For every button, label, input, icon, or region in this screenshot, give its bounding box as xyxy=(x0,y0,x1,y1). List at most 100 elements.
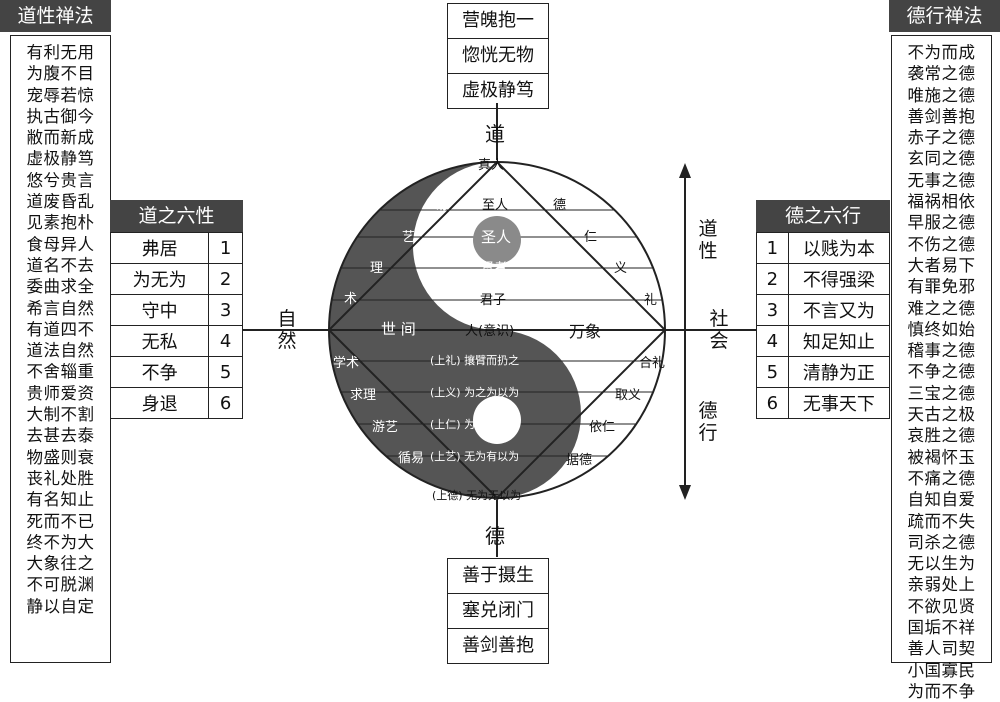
label-youyi: 游艺 xyxy=(372,420,399,435)
right-panel-item: 赤子之德 xyxy=(907,128,976,148)
label-quyi: 取义 xyxy=(615,388,642,403)
left-panel-item: 悠兮贵言 xyxy=(26,170,95,190)
right-panel-item: 善剑善抱 xyxy=(907,106,976,126)
right-panel-title: 德行禅法 xyxy=(889,0,1000,32)
label-yi: 易 xyxy=(435,198,449,213)
left-panel-item: 虚极静笃 xyxy=(26,149,95,169)
dao-six-title: 道之六性 xyxy=(110,200,243,232)
right-panel-item: 袭常之德 xyxy=(907,64,976,84)
right-panel-item: 无事之德 xyxy=(907,170,976,190)
de-six-cell: 知足知止 xyxy=(787,325,891,357)
right-panel-list-box: 不为而成袭常之德唯施之德善剑善抱赤子之德玄同之德无事之德福祸相依早服之德不伤之德… xyxy=(891,35,992,701)
sage-dot xyxy=(473,216,521,264)
left-panel-item: 有利无用 xyxy=(26,43,95,62)
yin-yang-diagram xyxy=(243,103,756,557)
vertical-arrow xyxy=(679,163,691,500)
right-panel-item: 稽事之德 xyxy=(907,341,976,361)
left-panel-item: 宠辱若惊 xyxy=(26,85,95,105)
label-shijian: 世 间 xyxy=(381,320,416,338)
label-shengren: 圣人 xyxy=(481,228,512,246)
arrow-up-label: 道性 xyxy=(698,218,718,262)
right-panel-item: 善人司契 xyxy=(907,639,976,659)
left-panel-item: 有名知止 xyxy=(26,490,95,510)
label-de-upper: 德 xyxy=(553,198,567,213)
left-panel-item: 道法自然 xyxy=(26,341,95,361)
bottom-box-item: 善于摄生 xyxy=(448,559,548,594)
right-panel-item: 不争之德 xyxy=(907,362,976,382)
right-panel-item: 玄同之德 xyxy=(907,149,976,169)
left-panel-item: 大象往之 xyxy=(26,554,95,574)
label-shangren: (上仁) 为之无以为 xyxy=(430,418,520,431)
left-panel-item: 静以自定 xyxy=(26,596,95,616)
right-panel-item: 自知自爱 xyxy=(907,490,976,510)
dao-six-cell: 6 xyxy=(208,387,243,419)
bottom-box-item: 塞兑闭门 xyxy=(448,594,548,629)
label-yi2: 艺 xyxy=(402,230,416,245)
top-box-item: 虚极静笃 xyxy=(462,80,534,101)
left-panel-item: 敝而新成 xyxy=(26,128,95,148)
axis-right-label: 社会 xyxy=(709,308,729,352)
label-heli: 合礼 xyxy=(639,356,666,371)
right-panel-item: 不为而成 xyxy=(907,43,976,62)
left-panel-item: 希言自然 xyxy=(26,298,95,318)
label-jude: 据德 xyxy=(566,453,593,468)
right-panel-item: 国垢不祥 xyxy=(907,618,976,638)
right-panel-item: 福祸相依 xyxy=(907,192,976,212)
left-panel-item: 为腹不目 xyxy=(26,64,95,84)
right-panel-item: 不欲见贤 xyxy=(907,596,976,616)
right-panel-item: 被褐怀玉 xyxy=(907,447,976,467)
label-xianzhe: 贤者 xyxy=(481,261,508,276)
label-li2: 礼 xyxy=(644,293,658,308)
right-panel-item: 早服之德 xyxy=(907,213,976,233)
left-panel-item: 道名不去 xyxy=(26,255,95,275)
right-panel-item: 大者易下 xyxy=(907,255,976,275)
left-panel-title: 道性禅法 xyxy=(0,0,111,32)
right-panel-item: 哀胜之德 xyxy=(907,426,976,446)
de-six-cell: 不得强梁 xyxy=(787,263,891,295)
right-panel-item: 不痛之德 xyxy=(907,468,976,488)
left-panel-item: 丧礼处胜 xyxy=(26,468,95,488)
label-yiren: 依仁 xyxy=(589,420,616,435)
left-panel-item: 大制不割 xyxy=(26,405,95,425)
bottom-box: 善于摄生 塞兑闭门 善剑善抱 xyxy=(447,558,549,664)
right-panel-item: 慎终如始 xyxy=(907,319,976,339)
label-shangde: (上德) 无为无以为 xyxy=(432,489,522,502)
right-panel-item: 为而不争 xyxy=(907,681,976,701)
top-box: 营魄抱一 惚恍无物 虚极静笃 xyxy=(447,3,549,109)
left-panel-item: 物盛则衰 xyxy=(26,447,95,467)
left-panel-item: 见素抱朴 xyxy=(26,213,95,233)
label-yi3: 义 xyxy=(614,261,628,276)
arrow-down-label: 德行 xyxy=(698,400,718,444)
left-panel-item: 不舍辎重 xyxy=(26,362,95,382)
right-panel-item: 难之之德 xyxy=(907,298,976,318)
left-panel-item: 委曲求全 xyxy=(26,277,95,297)
dao-six-cell: 弗居 xyxy=(109,232,210,264)
left-panel-item: 道废昏乱 xyxy=(26,192,95,212)
bottom-box-item: 善剑善抱 xyxy=(462,635,534,656)
right-panel-item: 无以生为 xyxy=(907,554,976,574)
de-six-cell: 6 xyxy=(756,387,789,419)
right-panel-list: 不为而成袭常之德唯施之德善剑善抱赤子之德玄同之德无事之德福祸相依早服之德不伤之德… xyxy=(892,36,991,702)
de-six-cell: 以贱为本 xyxy=(787,232,891,264)
left-panel-item: 终不为大 xyxy=(26,532,95,552)
left-panel-list-box: 有利无用为腹不目宠辱若惊执古御今敝而新成虚极静笃悠兮贵言道废昏乱见素抱朴食母异人… xyxy=(10,35,111,663)
label-junzi: 君子 xyxy=(480,293,507,308)
de-six-cell: 3 xyxy=(756,294,789,326)
label-shu: 术 xyxy=(344,292,358,307)
dao-six-cell: 4 xyxy=(208,325,243,357)
left-panel-item: 贵师爱资 xyxy=(26,383,95,403)
right-panel-item: 唯施之德 xyxy=(907,85,976,105)
right-panel-item: 天古之极 xyxy=(907,405,976,425)
dao-six-cell: 身退 xyxy=(109,387,210,419)
dao-six-cell: 5 xyxy=(208,356,243,388)
label-ren: 仁 xyxy=(584,230,598,245)
top-box-item: 惚恍无物 xyxy=(448,39,548,74)
label-ren-yishi: 人(意识) xyxy=(465,324,515,339)
top-box-item: 营魄抱一 xyxy=(448,4,548,39)
